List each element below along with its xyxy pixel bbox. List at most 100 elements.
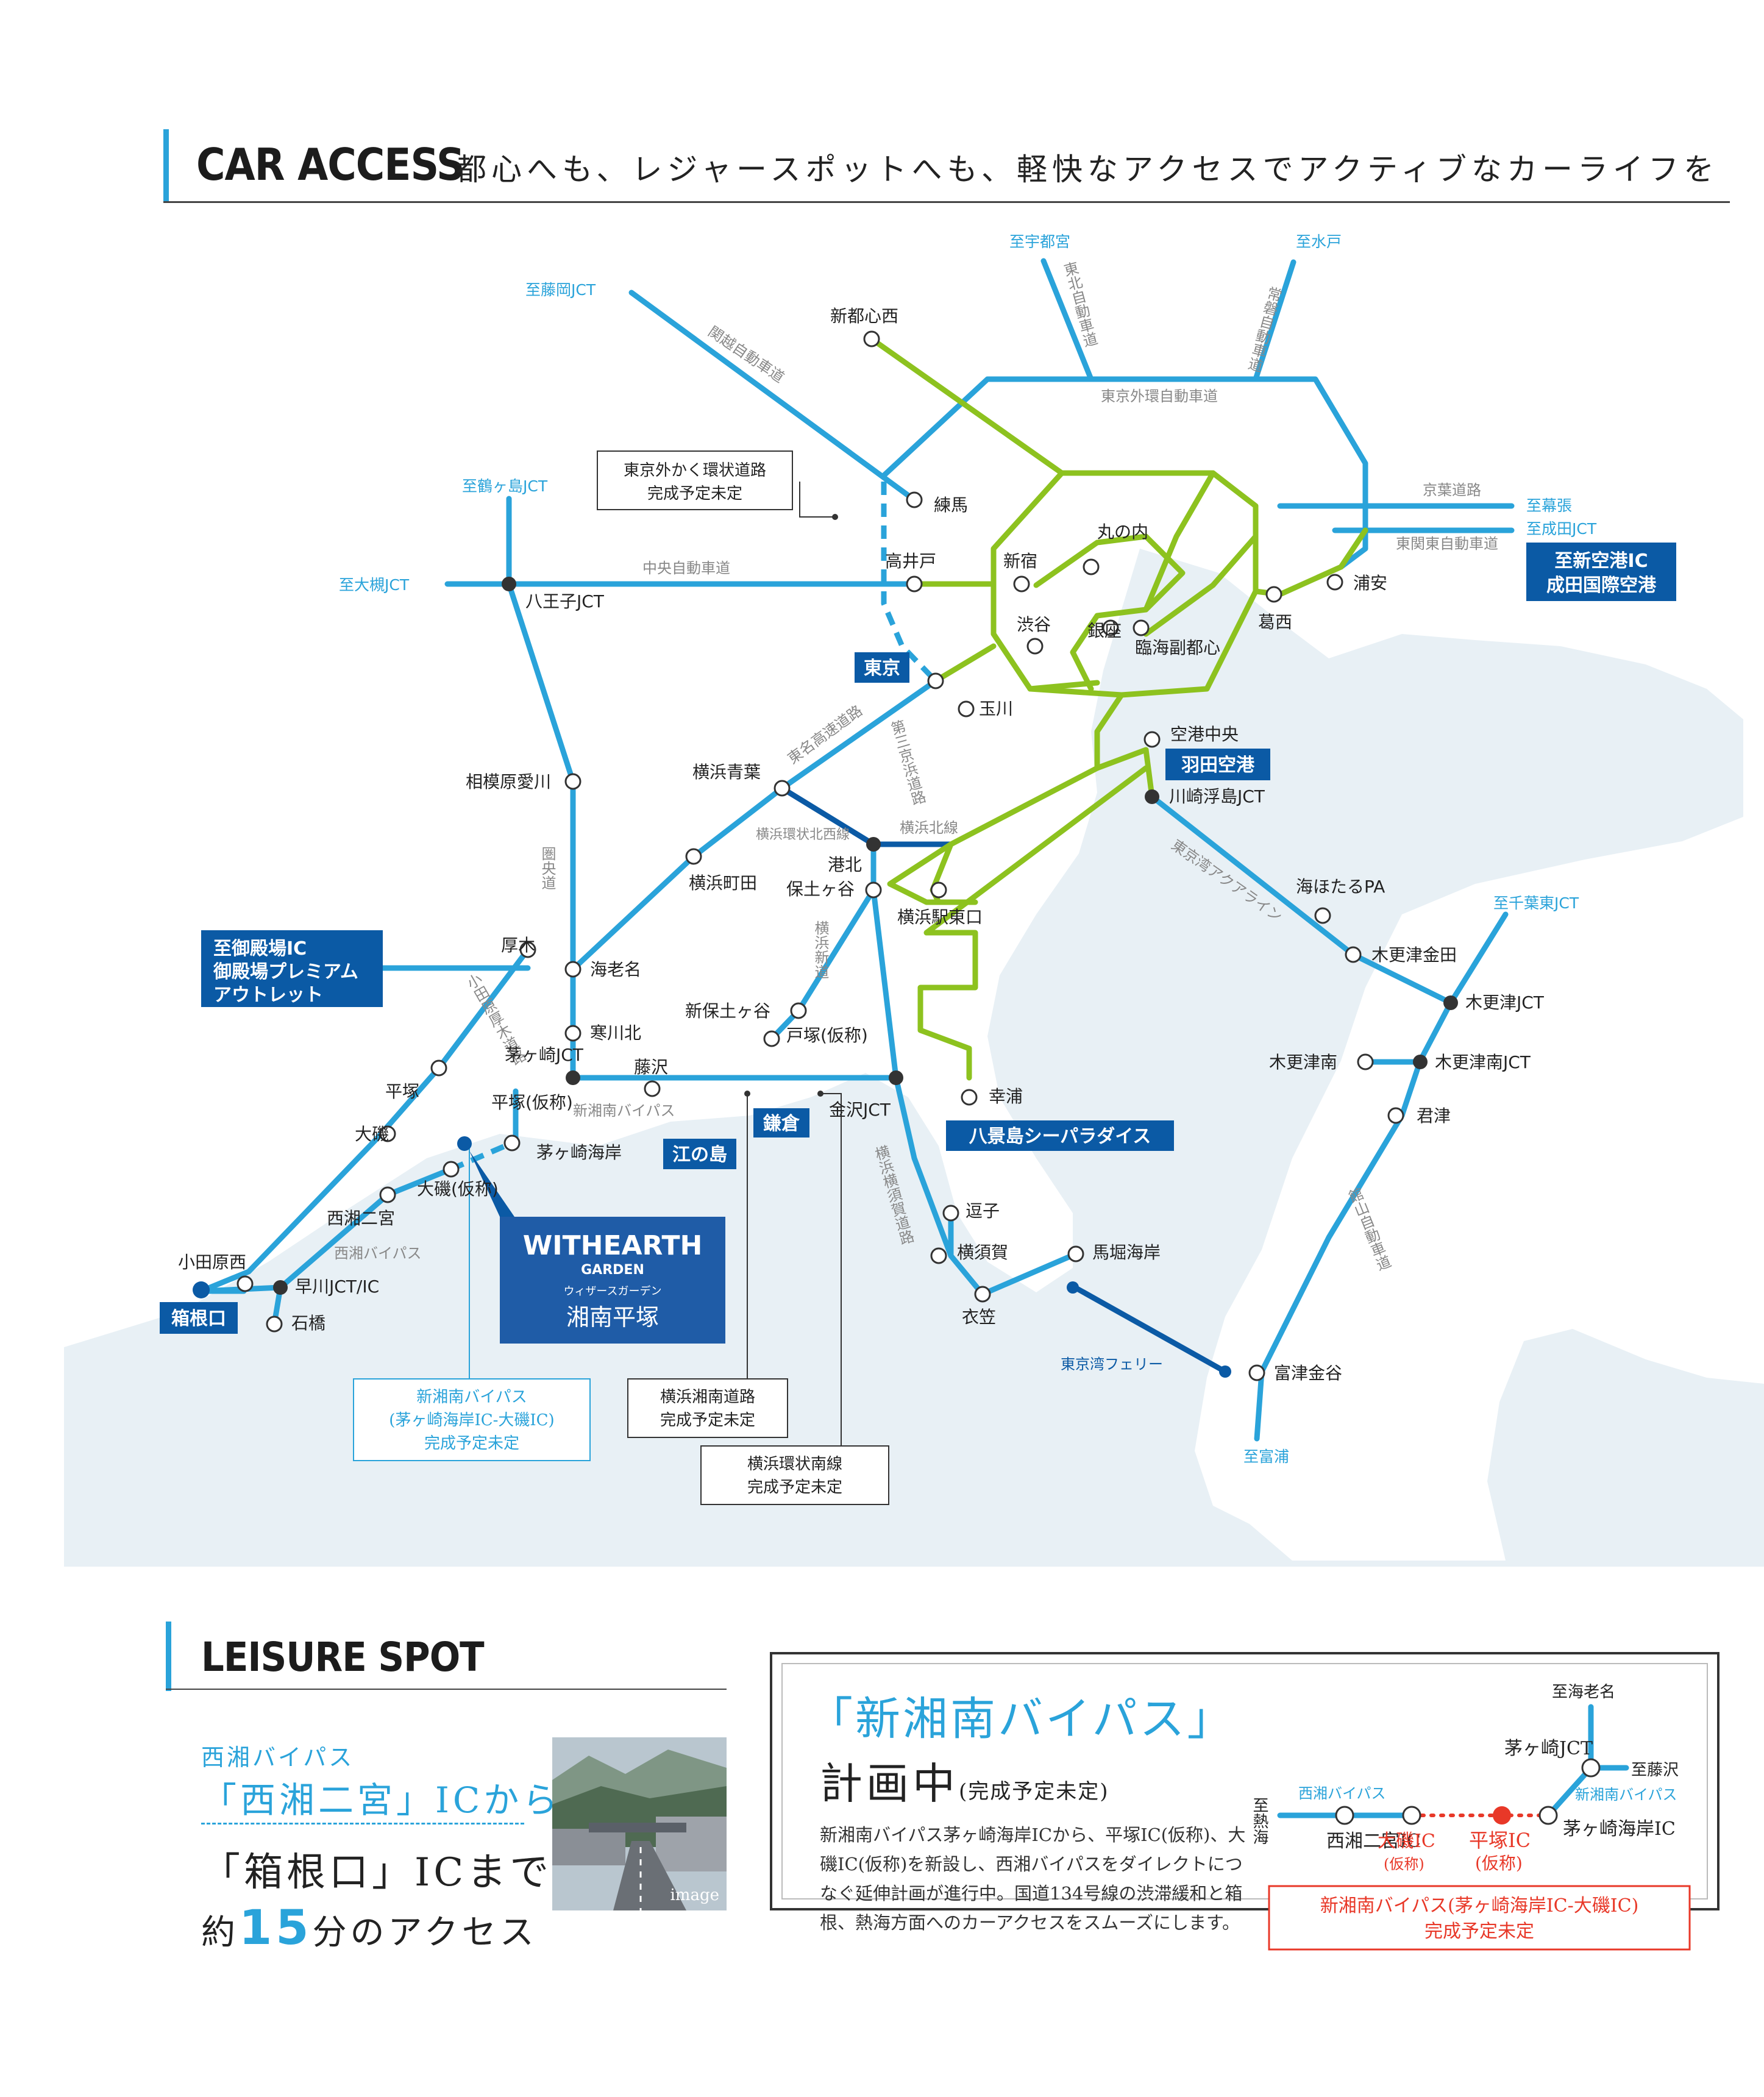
badge-hakoneguchi: 箱根口 (171, 1308, 226, 1330)
st-tamagawa: 玉川 (979, 699, 1013, 719)
st-hiratsuka-kari: 平塚(仮称) (491, 1092, 573, 1113)
diag-nishisho: 西湘二宮IC (1326, 1831, 1421, 1852)
green-expressways (869, 336, 1368, 1081)
property-sub: GARDEN (581, 1262, 644, 1278)
hakone-photo: image (552, 1737, 727, 1910)
st-kisarazu-minami: 木更津南 (1269, 1052, 1337, 1072)
st-ninomiya: 西湘二宮 (327, 1208, 395, 1228)
callout-ykn-2: 完成予定未定 (747, 1478, 842, 1497)
leisure-line4-pre: 約 (201, 1913, 239, 1953)
property-box: WITHEARTH GARDEN ウィザースガーデン 湘南平塚 (500, 1217, 725, 1344)
label-yokohama-shindo: 横浜新道 (812, 920, 829, 979)
label-gaikan: 東京外環自動車道 (1101, 388, 1218, 405)
st-rinkai: 臨海副都心 (1135, 638, 1220, 658)
badge-narita-1: 至新空港IC (1554, 550, 1648, 572)
diag-shinshonan-label: 新湘南バイパス (1575, 1786, 1677, 1803)
st-kinugasa: 衣笠 (962, 1307, 996, 1327)
st-atsugi: 厚木 (501, 935, 535, 955)
callout-shonan-2: (茅ヶ崎海岸IC-大磯IC) (389, 1411, 554, 1429)
st-saiwaiura: 幸浦 (989, 1086, 1023, 1106)
st-urayasu: 浦安 (1353, 573, 1387, 593)
diag-seisho-label: 西湘バイパス (1298, 1785, 1386, 1802)
label-ferry: 東京湾フェリー (1061, 1356, 1163, 1373)
badges: 東京 羽田空港 鎌倉 江の島 箱根口 八景島シーパラダイス 至新空港IC 成田国… (160, 543, 1676, 1334)
badge-kamakura: 鎌倉 (763, 1113, 800, 1134)
diag-note-1: 新湘南バイパス(茅ヶ崎海岸IC-大磯IC) (1320, 1895, 1639, 1917)
leisure-line4-post: 分のアクセス (312, 1913, 538, 1953)
callout-boxes: 東京外かく環状道路 完成予定未定 新湘南バイパス (茅ヶ崎海岸IC-大磯IC) … (353, 450, 889, 1505)
bypass-plan-box (770, 1652, 1720, 1910)
car-access-title: CAR ACCESS (196, 139, 465, 190)
dir-otsuki: 至大槻JCT (339, 576, 410, 594)
st-mabori: 馬堀海岸 (1092, 1242, 1161, 1262)
callout-dots (744, 514, 838, 1097)
leisure-accent-bar (166, 1622, 171, 1691)
route-map: 至宇都宮 至水戸 至藤岡JCT 至鶴ヶ島JCT 至大槻JCT 至幕張 至成田JC… (64, 233, 1764, 1567)
st-oiso: 大磯 (355, 1124, 389, 1144)
badge-haneda: 羽田空港 (1181, 755, 1255, 776)
special-dots (193, 1136, 1231, 1378)
st-shintoshin: 新都心西 (830, 306, 898, 326)
dir-makuhari: 至幕張 (1526, 497, 1572, 514)
leisure-minutes: 15 (239, 1901, 313, 1956)
ic-nodes (237, 330, 1404, 1381)
diag-note-2: 完成予定未定 (1424, 1921, 1534, 1942)
st-kimitsu: 君津 (1417, 1106, 1451, 1126)
leisure-line2: 「西湘二宮」ICから (201, 1779, 562, 1821)
st-kanazawa: 金沢JCT (829, 1100, 891, 1120)
diag-hiratsuka-note: (仮称) (1475, 1853, 1523, 1873)
dir-tsurugashima: 至鶴ヶ島JCT (462, 477, 548, 495)
dir-fujioka: 至藤岡JCT (525, 281, 596, 299)
planned-routes (450, 482, 938, 1172)
dir-utsunomiya: 至宇都宮 (1009, 233, 1070, 251)
callout-gaikan-2: 完成予定未定 (647, 485, 742, 503)
badge-gotemba-1: 至御殿場IC (213, 938, 307, 959)
label-ken-o: 圏央道 (539, 846, 556, 890)
leisure-line4: 約15分のアクセス (201, 1901, 538, 1956)
callout-shonan-3: 完成予定未定 (424, 1434, 519, 1453)
st-chigasaki-jct: 茅ヶ崎JCT (505, 1045, 584, 1065)
property-location: 湘南平塚 (566, 1304, 659, 1331)
st-eki-higashi: 横浜駅東口 (897, 907, 983, 927)
header-rule (163, 201, 1730, 203)
st-odawara: 小田原西 (178, 1252, 246, 1272)
badge-gotemba-2: 御殿場プレミアム (213, 961, 358, 983)
badge-narita-2: 成田国際空港 (1546, 575, 1657, 596)
leisure-line1: 西湘バイパス (201, 1744, 355, 1771)
st-zushi: 逗子 (966, 1201, 1000, 1221)
st-kawasaki: 川崎浮島JCT (1169, 786, 1265, 806)
st-yokosuka: 横須賀 (957, 1242, 1008, 1262)
st-kisarazu-jct: 木更津JCT (1465, 992, 1545, 1013)
st-sagamihara: 相模原愛川 (466, 772, 551, 792)
st-kasai: 葛西 (1258, 612, 1292, 632)
st-totsuka: 戸塚(仮称) (786, 1025, 868, 1045)
st-ishibashi: 石橋 (291, 1313, 325, 1333)
label-hokusen: 横浜北線 (900, 819, 958, 836)
diag-oiso-note: (仮称) (1384, 1856, 1424, 1873)
st-futtsu-kanaya: 富津金谷 (1274, 1363, 1342, 1383)
diag-hiratsuka: 平塚IC (1469, 1829, 1531, 1852)
leisure-title: LEISURE SPOT (201, 1634, 485, 1681)
st-shin-hodogaya: 新保土ヶ谷 (685, 1001, 770, 1021)
st-umihotaru: 海ほたるPA (1296, 877, 1385, 897)
st-nerima: 練馬 (934, 495, 968, 515)
callout-ykn-1: 横浜環状南線 (747, 1455, 842, 1473)
badge-gotemba-3: アウトレット (213, 984, 323, 1006)
bypass-plan-body: 新湘南バイパス茅ヶ崎海岸ICから、平塚IC(仮称)、大磯IC(仮称)を新設し、西… (820, 1825, 1246, 1933)
st-hodogaya: 保土ヶ谷 (786, 879, 855, 899)
car-access-accent-bar (163, 129, 169, 202)
diag-dir-atami: 至熱海 (1250, 1797, 1268, 1845)
label-keiyo: 京葉道路 (1423, 482, 1481, 499)
property-pointer (469, 1151, 514, 1217)
st-samukawa: 寒川北 (590, 1023, 641, 1043)
label-higashikanto: 東関東自動車道 (1396, 535, 1498, 552)
leisure-dash-rule (201, 1823, 524, 1825)
diag-oiso: 大磯IC (1378, 1831, 1435, 1852)
bypass-plan-title: 「新湘南バイパス」 (808, 1693, 1235, 1745)
badge-tokyo: 東京 (864, 658, 900, 679)
car-access-tagline: 都心へも、レジャースポットへも、軽快なアクセスでアクティブなカーライフを (456, 152, 1719, 187)
st-shibuya: 渋谷 (1017, 614, 1051, 635)
leisure-line3: 「箱根口」ICまで (201, 1850, 553, 1895)
st-hayakawa: 早川JCT/IC (295, 1276, 379, 1297)
